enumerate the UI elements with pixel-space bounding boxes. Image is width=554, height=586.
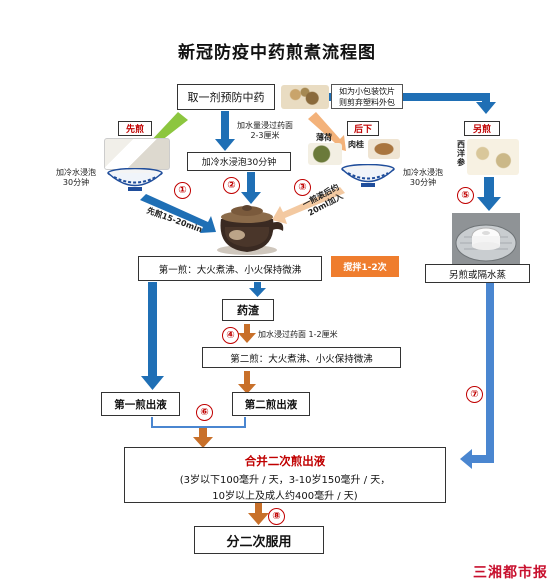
- step-7: ⑦: [466, 386, 483, 403]
- step-4: ④: [222, 327, 239, 344]
- start-box: 取一剂预防中药: [177, 84, 275, 110]
- source-logo: 三湘都市报: [473, 565, 548, 581]
- soak-right-label: 加冷水浸泡 30分钟: [403, 168, 443, 187]
- step-1: ①: [174, 182, 191, 199]
- arrow-residue-to-second: [238, 324, 256, 343]
- merge-lines: [151, 417, 246, 428]
- step-water-label: 加水量浸过药面 2-3厘米: [237, 121, 293, 140]
- soak-left-label: 加冷水浸泡 30分钟: [56, 168, 96, 187]
- step-6: ⑥: [196, 404, 213, 421]
- page-title: 新冠防疫中药煎煮流程图: [178, 43, 376, 63]
- arrow-to-final: [248, 503, 269, 525]
- pack-note: 如为小包装饮片 则剪弃塑料外包: [331, 84, 403, 109]
- rougui-herb-image: [368, 139, 400, 159]
- houxia-bowl: [341, 164, 395, 187]
- xiyang-label: 西洋参: [457, 140, 465, 167]
- bohe-label: 薄荷: [316, 133, 332, 142]
- xiyang-herb-image: [467, 139, 519, 175]
- arrow-start-to-soak: [215, 111, 235, 151]
- combine-line1: (3岁以下100毫升 / 天，3-10岁150毫升 / 天，: [179, 475, 391, 486]
- step-5: ⑤: [457, 187, 474, 204]
- arrow-peach-houxia: [308, 112, 346, 151]
- residue-box: 药渣: [222, 299, 274, 321]
- step-8: ⑧: [268, 508, 285, 525]
- arrow-lingjian-down: [477, 177, 501, 211]
- arrow-second-liquid: [238, 371, 256, 394]
- lingjian-tag: 另煎: [464, 121, 500, 136]
- arrow-soak-to-pot: [241, 172, 261, 204]
- rougui-label: 肉桂: [348, 140, 364, 149]
- combine-line2: 10岁以上及成人约400毫升 / 天): [212, 491, 358, 502]
- arrow-merge-to-combine: [193, 428, 213, 448]
- lingjian-box: 另煎或隔水蒸: [425, 264, 530, 283]
- arrow-first-liquid: [141, 282, 164, 390]
- arrow-to-residue: [249, 282, 266, 297]
- bohe-herb-image: [308, 143, 342, 165]
- clay-pot-image: [217, 205, 284, 255]
- stir-badge: 搅拌1-2次: [331, 256, 399, 277]
- arrow-lingjian-to-combine: [460, 280, 494, 469]
- first-liquid-box: 第一煎出液: [101, 392, 180, 416]
- add-water-2-label: 加水浸过药面 1-2厘米: [258, 330, 338, 339]
- first-decoct-box: 第一煎：大火煮沸、小火保持微沸: [138, 256, 322, 281]
- step-2: ②: [223, 177, 240, 194]
- combine-box: 合并二次煎出液 (3岁以下100毫升 / 天，3-10岁150毫升 / 天， 1…: [124, 447, 446, 503]
- combine-title: 合并二次煎出液: [244, 454, 326, 468]
- steamer-image: [452, 213, 520, 265]
- second-decoct-box: 第二煎：大火煮沸、小火保持微沸: [202, 347, 401, 368]
- xianjian-bowl: [107, 168, 163, 191]
- step-3: ③: [294, 179, 311, 196]
- second-liquid-box: 第二煎出液: [232, 392, 310, 416]
- soak-center-box: 加冷水浸泡30分钟: [187, 152, 291, 171]
- xianjian-tag: 先煎: [118, 121, 152, 136]
- arrow-houxia-to-pot: [272, 187, 345, 224]
- final-box: 分二次服用: [194, 526, 324, 554]
- herb-pack-image: [281, 85, 329, 109]
- houxia-tag: 后下: [347, 121, 379, 136]
- arrow-xianjian-to-pot: [140, 194, 216, 233]
- xianjian-herb-image: [104, 138, 170, 170]
